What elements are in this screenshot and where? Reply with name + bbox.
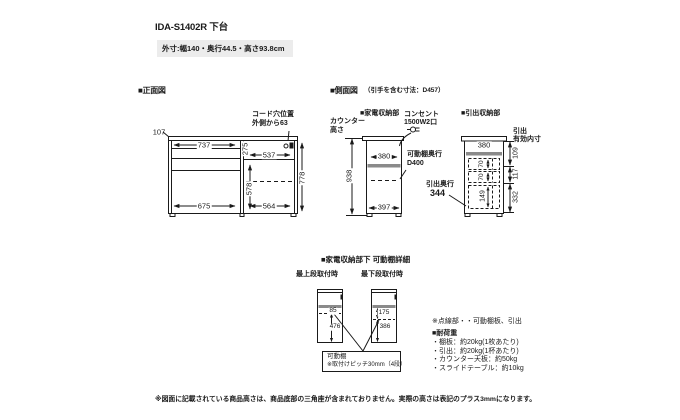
front-view-drawing — [162, 130, 305, 217]
outlet-label-line1: コンセント — [404, 111, 439, 118]
dim-778: 778 — [297, 170, 307, 186]
bottom-position-label: 最下段取付時 — [361, 271, 403, 278]
dim-149: 149 — [479, 189, 487, 203]
dim-109: 109 — [512, 147, 520, 159]
dotted-line-note: ※点線部・・可動棚板、引出 — [432, 318, 522, 325]
dim-564: 564 — [261, 201, 277, 211]
drawer-inner-label-line1: 引出 — [513, 128, 527, 135]
dim-675: 675 — [196, 201, 212, 211]
counter-height-label-line2: 高さ — [330, 127, 344, 134]
shelf-detail-drawing — [317, 289, 401, 372]
outlet-label-line2: 1500W2口 — [404, 119, 438, 126]
cord-hole-note-line2: 外側から63 — [252, 120, 288, 127]
dim-380-drawer: 380 — [476, 140, 492, 150]
shelf-depth-label-line2: D400 — [407, 160, 424, 167]
front-view-heading: ■正面図 — [138, 86, 166, 95]
load-capacity-heading: ■耐荷重 — [432, 330, 458, 337]
dim-85: 85 — [328, 306, 338, 315]
dim-275: 275 — [240, 141, 250, 157]
side-view-heading-note: （引手を含む寸法：D457） — [364, 87, 445, 94]
load-capacity-item: ・棚板：約20kg(1枚あたり) — [432, 339, 519, 346]
side-view-drawer-drawing — [448, 136, 514, 217]
dim-386: 386 — [378, 322, 392, 331]
product-title: IDA-S1402R 下台 — [155, 22, 228, 33]
dim-70-first: 70 — [477, 159, 486, 169]
drawer-section-label: ■引出収納部 — [461, 110, 501, 117]
dim-476: 476 — [328, 322, 342, 331]
counter-height-label-line1: カウンター — [330, 118, 365, 125]
dim-380-appliance: 380 — [376, 151, 392, 161]
dim-578: 578 — [244, 181, 254, 197]
drawer-depth-value: 344 — [430, 188, 446, 198]
dim-737: 737 — [196, 140, 212, 150]
side-view-heading: ■側面図 — [330, 86, 358, 95]
dim-537: 537 — [261, 150, 277, 160]
side-view-appliance-drawing — [345, 126, 420, 217]
drawer-depth-label: 引出奥行 — [426, 181, 454, 188]
shelf-depth-label-line1: 可動棚奥行 — [407, 151, 442, 158]
cord-hole-note-line1: コード穴位置 — [252, 111, 294, 118]
load-capacity-item: ・カウンター天板：約50kg — [432, 356, 518, 363]
drawer-inner-label-line2: 有効内寸 — [513, 136, 541, 143]
dim-107: 107 — [152, 127, 166, 137]
load-capacity-item: ・スライドテーブル：約10kg — [432, 364, 524, 372]
dim-332: 332 — [512, 191, 520, 203]
load-capacity-item: ・引出：約20kg(1杯あたり) — [432, 347, 519, 355]
dim-938: 938 — [344, 168, 354, 184]
shelf-callout-line2: ※取付けピッチ30mm（4段） — [327, 362, 407, 368]
dim-70-second: 70 — [477, 172, 486, 182]
dim-397: 397 — [376, 202, 392, 212]
dim-117: 117 — [512, 168, 520, 180]
top-position-label: 最上段取付時 — [296, 271, 338, 278]
appliance-section-label: ■家電収納部 — [360, 110, 400, 117]
outer-dimensions-box: 外寸:幅140・奥行44.5・高さ93.8cm — [157, 40, 293, 57]
footer-note: ※図面に記載されている商品高さは、商品底部の三角座が含まれておりません。実際の高… — [155, 396, 537, 403]
dim-175: 175 — [377, 308, 391, 317]
shelf-detail-heading: ■家電収納部下 可動棚詳細 — [321, 255, 411, 264]
shelf-callout-line1: 可動棚 — [327, 353, 347, 360]
